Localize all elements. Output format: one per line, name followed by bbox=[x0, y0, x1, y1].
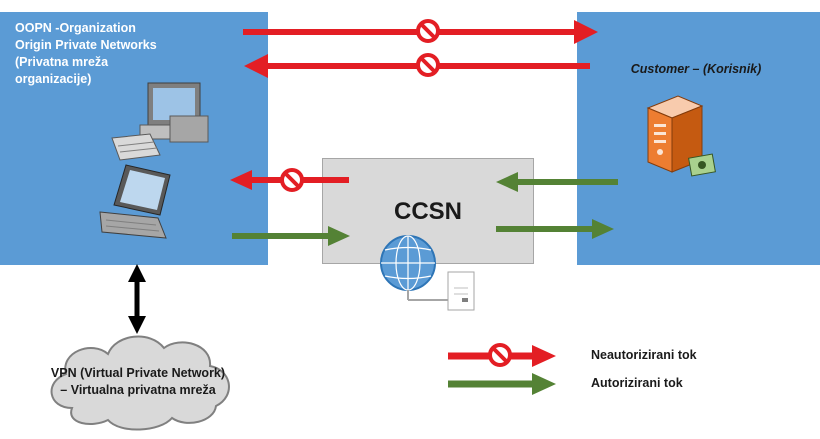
legend-unauthorized-label: Neautorizirani tok bbox=[591, 348, 697, 362]
vpn-cloud-label: VPN (Virtual Private Network) – Virtualn… bbox=[50, 366, 226, 397]
authorized-arrow-oopn-to-ccsn bbox=[232, 226, 350, 246]
unauthorized-arrow-top-right bbox=[243, 19, 598, 44]
desktop-computer-icon bbox=[111, 82, 209, 161]
authorized-arrow-ccsn-to-customer bbox=[496, 219, 614, 239]
vpn-link-arrow bbox=[128, 264, 146, 334]
legend-authorized-swatch bbox=[448, 373, 556, 395]
vpn-cloud bbox=[50, 335, 230, 431]
prohibition-icon bbox=[488, 343, 512, 367]
laptop-icon bbox=[99, 164, 171, 239]
prohibition-icon bbox=[280, 168, 304, 192]
customer-title: Customer – (Korisnik) bbox=[630, 62, 762, 76]
server-icon bbox=[646, 95, 716, 177]
globe-icon bbox=[380, 235, 448, 301]
unauthorized-arrow-ccsn-to-oopn bbox=[230, 168, 349, 192]
unauthorized-arrow-top-left bbox=[244, 53, 590, 78]
document-icon bbox=[447, 271, 475, 311]
legend-unauthorized-swatch bbox=[448, 343, 556, 367]
prohibition-icon bbox=[416, 19, 440, 43]
oopn-title: OOPN -Organization Origin Private Networ… bbox=[15, 21, 157, 86]
authorized-arrow-customer-to-ccsn bbox=[496, 172, 618, 192]
legend-authorized-label: Autorizirani tok bbox=[591, 376, 683, 390]
ccsn-title: CCSN bbox=[393, 198, 462, 225]
prohibition-icon bbox=[416, 53, 440, 77]
